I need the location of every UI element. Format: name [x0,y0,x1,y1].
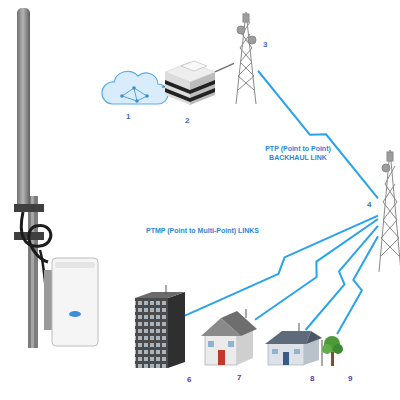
callout-number: 6 [187,375,191,384]
office-building [168,292,185,368]
house-8 [294,349,300,354]
radio-device [44,258,98,346]
house-8 [272,349,278,354]
tower-3 [236,12,256,104]
tree-9 [331,352,334,366]
router-node: 2 [165,60,215,106]
router-stack [181,61,207,71]
radio-device [69,311,81,317]
cable-line [162,86,165,88]
tower-4 [379,150,400,272]
cloud-icon [135,99,139,103]
wireless-link [258,71,378,199]
tower-4 [379,150,400,272]
tower-3 [236,12,256,104]
house-7 [201,309,257,365]
wireless-link [255,219,378,320]
house-8 [306,331,322,344]
link-label: PTMP (Point to Multi-Point) LINKS [146,226,296,235]
omni-antenna [21,212,51,262]
radio-device [55,262,95,268]
house-7 [205,335,237,365]
house-8 [299,323,300,331]
cable-line [215,63,234,71]
house-8 [283,352,289,365]
omni-antenna [28,196,38,348]
cloud-icon [102,71,168,104]
connector-group [162,63,378,334]
router-stack [190,88,215,102]
house-node: 8 [265,330,321,366]
office-building [135,292,185,298]
office-building-node: 6 [133,290,185,368]
tree-9 [322,336,343,366]
tower-3 [243,14,249,22]
cloud-node: 1 [108,74,162,108]
link-label: PTP (Point to Point) BACKHAUL LINK [256,144,340,162]
router-stack [165,61,215,105]
tower-4 [382,164,390,172]
router-stack [165,88,190,102]
office-building [166,285,167,294]
tower-3 [237,26,245,34]
callout-number: 4 [367,200,371,209]
omni-antenna [17,8,30,210]
tower-node: 3 [234,12,258,104]
wireless-link [337,236,378,334]
office-building [135,285,185,368]
callout-number: 2 [185,116,189,125]
callout-number: 1 [126,112,130,121]
house-7 [228,341,234,347]
callout-number: 7 [237,373,241,382]
house-8 [265,331,311,344]
radio-device [52,258,98,346]
cloud-icon [120,94,124,98]
house-7 [218,350,225,365]
callout-number: 9 [348,374,352,383]
omni-antenna [31,196,34,348]
cloud-icon [145,94,149,98]
tree-9 [333,344,343,354]
omni-antenna [14,8,54,348]
cloud-icon [122,88,147,101]
house-8 [265,323,322,365]
cloud-icon [102,71,168,104]
tower-4 [387,152,393,161]
house-node: 7 [203,316,255,366]
office-building [135,298,168,368]
cloud-icon [132,86,136,90]
tree-9 [322,344,332,354]
house-8 [268,343,304,365]
callout-number: 3 [263,40,267,49]
tree-9 [322,340,323,366]
tower-3 [248,36,256,44]
house-7 [246,309,247,318]
tree-node: 9 [318,334,342,368]
house-7 [221,311,257,336]
callout-number: 8 [310,374,314,383]
tower-node: 4 [378,150,400,270]
office-building [135,298,168,368]
house-7 [208,341,214,347]
omni-antenna [14,204,44,212]
router-stack [165,62,215,82]
wireless-link [306,226,378,330]
